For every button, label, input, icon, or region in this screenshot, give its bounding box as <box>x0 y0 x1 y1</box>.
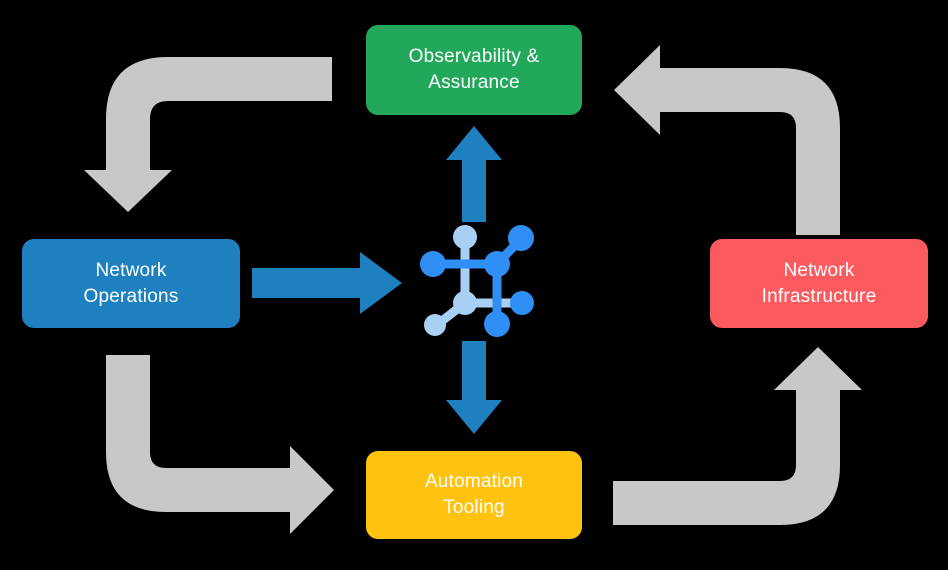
node-network-operations-label-line1: Network <box>95 259 167 281</box>
node-network-operations[interactable]: Network Operations <box>22 239 240 328</box>
node-automation-tooling[interactable]: Automation Tooling <box>366 451 582 539</box>
node-observability-label-line2: Assurance <box>428 72 520 93</box>
node-automation-tooling-label-line1: Automation <box>424 471 524 493</box>
blue-arrow-right <box>252 252 402 314</box>
mesh-node-bottom-left <box>424 314 446 336</box>
mesh-node-top-right <box>508 225 534 251</box>
gray-arrow-top-left <box>84 57 332 212</box>
node-automation-tooling-label-line2: Tooling <box>443 497 505 518</box>
node-network-infrastructure[interactable]: Network Infrastructure <box>710 239 928 328</box>
node-network-infrastructure-label-line1: Network <box>783 259 855 281</box>
gray-arrow-top-right <box>614 45 840 235</box>
mesh-node-center-lower <box>453 291 477 315</box>
node-observability-assurance[interactable]: Observability & Assurance <box>366 25 582 115</box>
mesh-node-left <box>420 251 446 277</box>
node-network-operations-label-line2: Operations <box>83 285 179 307</box>
mesh-node-hub <box>484 251 510 277</box>
mesh-node-right <box>510 291 534 315</box>
network-mesh-icon <box>420 225 534 337</box>
mesh-node-bottom <box>484 311 510 337</box>
mesh-node-top <box>453 225 477 249</box>
gray-arrow-bottom-right <box>613 347 862 525</box>
gray-arrow-bottom-left <box>106 355 334 534</box>
blue-arrow-down <box>446 341 502 434</box>
blue-arrow-up <box>446 126 502 222</box>
node-network-infrastructure-label-line2: Infrastructure <box>761 285 877 307</box>
node-observability-label-line1: Observability & <box>408 46 540 68</box>
